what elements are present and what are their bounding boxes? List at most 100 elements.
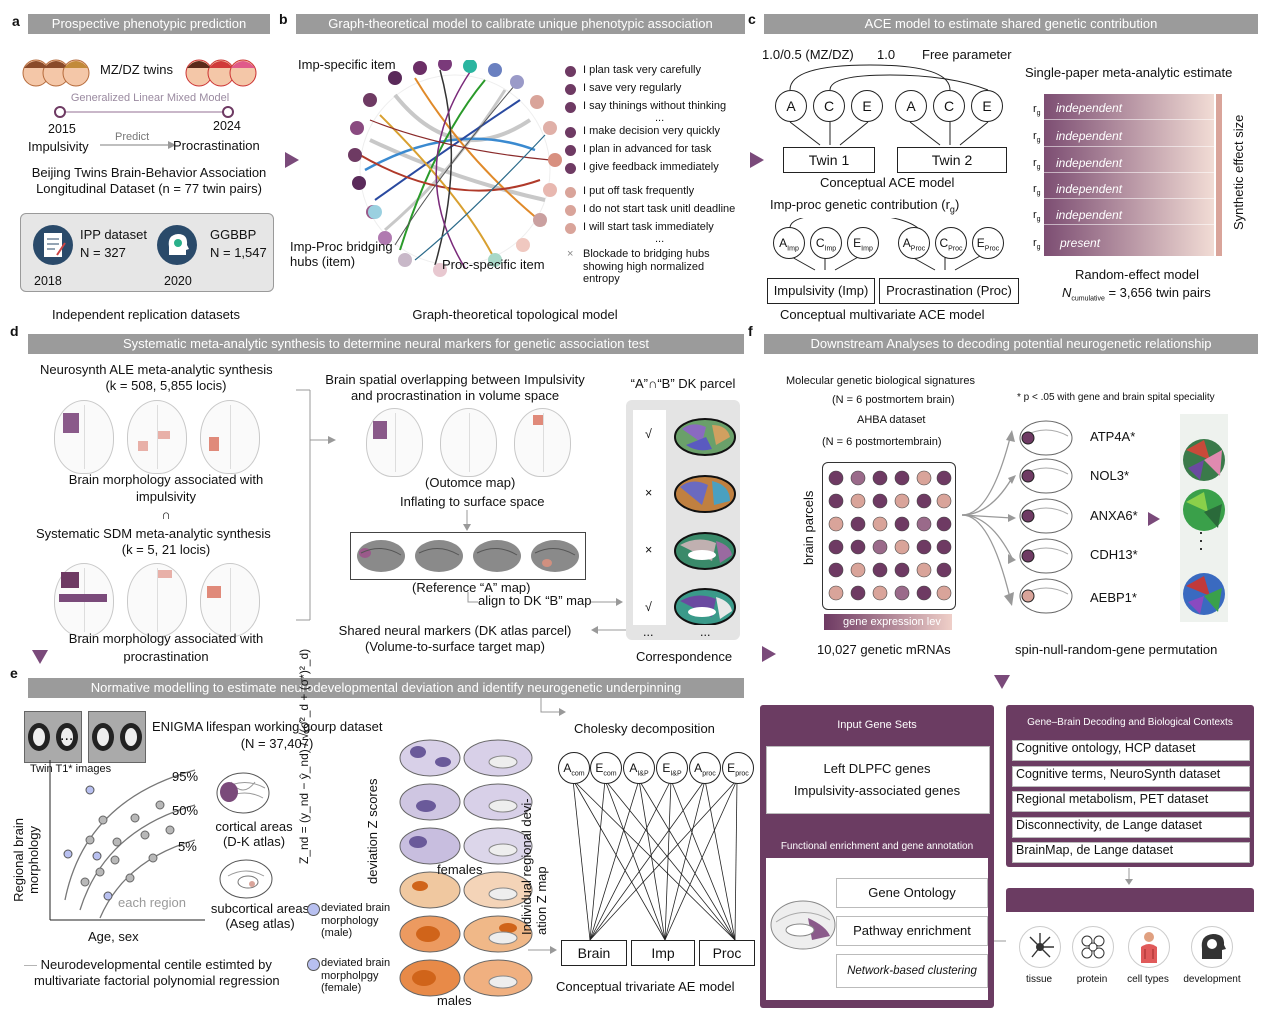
ae-node-2: AI&P: [623, 752, 655, 784]
ace-top-2: Free parameter: [922, 47, 1012, 62]
arrow-d-e: [32, 650, 48, 664]
ahba-n: (N = 6 postmortembrain): [822, 436, 942, 448]
spin-dots: ···: [1198, 522, 1204, 558]
imp-item-2: I say thinings without thinking: [583, 100, 727, 112]
correspondence: Correspondence: [635, 649, 733, 664]
dataset-line2: Longitudinal Dataset (n = 77 twin pairs): [36, 181, 262, 196]
arrow-b-c: [750, 152, 764, 168]
tissue-icon: [1019, 926, 1061, 968]
reference-label: (Reference “A” map): [412, 580, 531, 595]
rg-2: rg: [1033, 157, 1041, 172]
expression-matrix: [822, 462, 956, 610]
imp-item-6: I give feedback immediately: [583, 161, 719, 173]
bridge-label: Imp-Proc bridging hubs (item): [290, 239, 393, 269]
twin2-box: Twin 2: [897, 147, 1007, 173]
sdm-k: (k = 5, 21 locis): [121, 542, 211, 557]
spin-label: spin-null-random-gene permutation: [1015, 642, 1218, 657]
decode-title: Gene–Brain Decoding and Biological Conte…: [1027, 717, 1233, 728]
cholesky-label: Cholesky decomposition: [574, 721, 715, 736]
panel-c-title: ACE model to estimate shared genetic con…: [764, 14, 1258, 34]
dk-parcel-brains: [674, 418, 736, 625]
cholesky-arrow: [540, 698, 566, 716]
sdm-label: Systematic SDM meta-analytic synthesis: [36, 526, 271, 541]
ace-top-1: 1.0: [877, 47, 896, 62]
gg-year: 2020: [164, 274, 192, 288]
rem-label: Random-effect model: [1075, 267, 1200, 282]
rg-0: rg: [1033, 103, 1041, 118]
gene-1: NOL3*: [1090, 468, 1130, 483]
row-0: independent: [1056, 101, 1123, 115]
input-title: Input Gene Sets: [837, 719, 917, 731]
legend-dot: [565, 163, 576, 174]
morph-pro1: Brain morphology associated with: [68, 631, 264, 646]
mv-a-proc: AProc: [898, 227, 930, 259]
year-2015: 2015: [48, 122, 76, 136]
mark-2: ×: [645, 543, 653, 557]
input-2: Impulsivity-associated genes: [793, 783, 961, 798]
icon-label-2: cell types: [1127, 974, 1169, 985]
outcome-imp: Imp: [631, 940, 695, 966]
legend-dot: [565, 102, 576, 113]
procrastination-label: Procrastination: [173, 138, 260, 153]
ae-node-3: EI&P: [656, 752, 688, 784]
brain-top-1: [54, 400, 114, 474]
brain-icon: [770, 900, 836, 950]
molecular-label: Molecular genetic biological signatures: [786, 375, 975, 387]
ace-c2: C: [933, 90, 965, 122]
parcels-label: brain parcels: [801, 490, 816, 565]
imp-specific-label: Imp-specific item: [298, 57, 396, 72]
ahba-label: AHBA dataset: [857, 414, 926, 426]
twins-faces-left: [22, 56, 92, 90]
imp-item-0: I plan task very carefully: [583, 64, 701, 76]
mark-col: [633, 410, 666, 625]
ace-paths: [789, 64, 989, 146]
males-label: males: [437, 993, 472, 1008]
inflate-arrow: [463, 510, 471, 531]
predict-arrow: [100, 141, 176, 149]
align-label: align to DK “B” map: [478, 593, 592, 609]
overlap1: Brain spatial overlapping between Impuls…: [325, 372, 585, 387]
ace-a1: A: [775, 90, 807, 122]
legend-dot: [565, 187, 576, 198]
panel-d-label: d: [10, 323, 19, 339]
legend-dot: [565, 223, 576, 234]
timeline-line: [54, 106, 234, 118]
gg-n: N = 1,547: [210, 245, 267, 260]
trivariate-label: Conceptual trivariate AE model: [556, 979, 735, 994]
panel-b-label: b: [279, 11, 288, 27]
icon-label-3: development: [1183, 974, 1241, 985]
cortical-brain: [216, 772, 270, 814]
p5: 5%: [178, 839, 197, 854]
mol-n: (N = 6 postmortem brain): [832, 394, 955, 406]
ipp-n: N = 327: [80, 245, 126, 260]
pathway-button: Pathway enrichment: [836, 916, 988, 946]
effect-size-label: Synthetic effect size: [1231, 114, 1246, 230]
twin-faces-icon-2: [185, 59, 257, 87]
spin-arrow: [1148, 512, 1160, 526]
ace-top-0: 1.0/0.5 (MZ/DZ): [762, 47, 854, 62]
imp-item-1: I save very regularly: [583, 82, 682, 94]
gene-0: ATP4A*: [1090, 429, 1136, 444]
ace-a2: A: [895, 90, 927, 122]
enigma-label: ENIGMA lifespan working gourp dataset: [152, 719, 383, 734]
proc-item-0: I put off task frequently: [583, 185, 695, 197]
overlap2: and procrastination in volume space: [350, 388, 560, 403]
p95: 95%: [172, 769, 199, 784]
proc-item-3: ...: [655, 233, 665, 245]
graph-footer: Graph-theoretical topological model: [412, 307, 618, 322]
network-button: Network-based clustering: [836, 954, 988, 988]
overlap-brain-2: [440, 408, 497, 477]
proc-item-2: I will start task immediately: [583, 221, 714, 233]
mv-imp-box: Impulsivity (Imp): [767, 278, 875, 304]
network-graph: [348, 60, 562, 277]
p50: 50%: [172, 803, 199, 818]
proc-item-1: I do not start task unitl deadline: [583, 203, 736, 215]
surface-box: [350, 532, 586, 580]
icon-label-1: protein: [1076, 974, 1108, 985]
panel-e-label: e: [10, 665, 18, 681]
connector: [994, 940, 1008, 942]
overlap-brain-3: [514, 408, 571, 477]
ale-k: (k = 508, 5,855 locis): [105, 378, 227, 393]
brain-bottom-1: [54, 563, 114, 637]
t1-dots: ...: [60, 727, 74, 744]
